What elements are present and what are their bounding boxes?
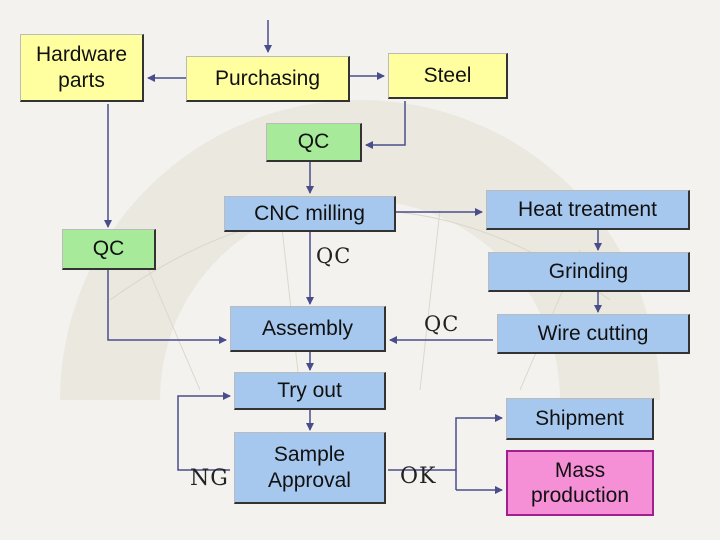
arrow-steel-qc [365, 101, 406, 149]
heat-treatment-box: Heat treatment [486, 190, 690, 230]
mass-production-box: Mass production [506, 450, 654, 516]
qc-top-box: QC [266, 123, 362, 162]
arrow-qcleft-assembly [107, 270, 227, 344]
grinding-box: Grinding [488, 252, 690, 292]
qc-right-label: QC [424, 312, 460, 336]
arrow-ng-loop [177, 392, 231, 471]
assembly-box: Assembly [230, 306, 386, 352]
sample-approval-box: Sample Approval [234, 432, 386, 504]
purchasing-box: Purchasing [186, 56, 350, 102]
wire-cutting-box: Wire cutting [497, 314, 690, 354]
qc-mid-label: QC [316, 244, 352, 268]
arrow-ok-shipment [388, 414, 503, 471]
ok-label: OK [400, 464, 437, 489]
shipment-box: Shipment [506, 398, 654, 440]
qc-left-box: QC [62, 229, 156, 270]
cnc-milling-box: CNC milling [224, 196, 396, 232]
hardware-parts-box: Hardware parts [20, 34, 144, 102]
try-out-box: Try out [234, 372, 386, 410]
steel-box: Steel [388, 53, 508, 99]
ng-label: NG [190, 466, 229, 491]
